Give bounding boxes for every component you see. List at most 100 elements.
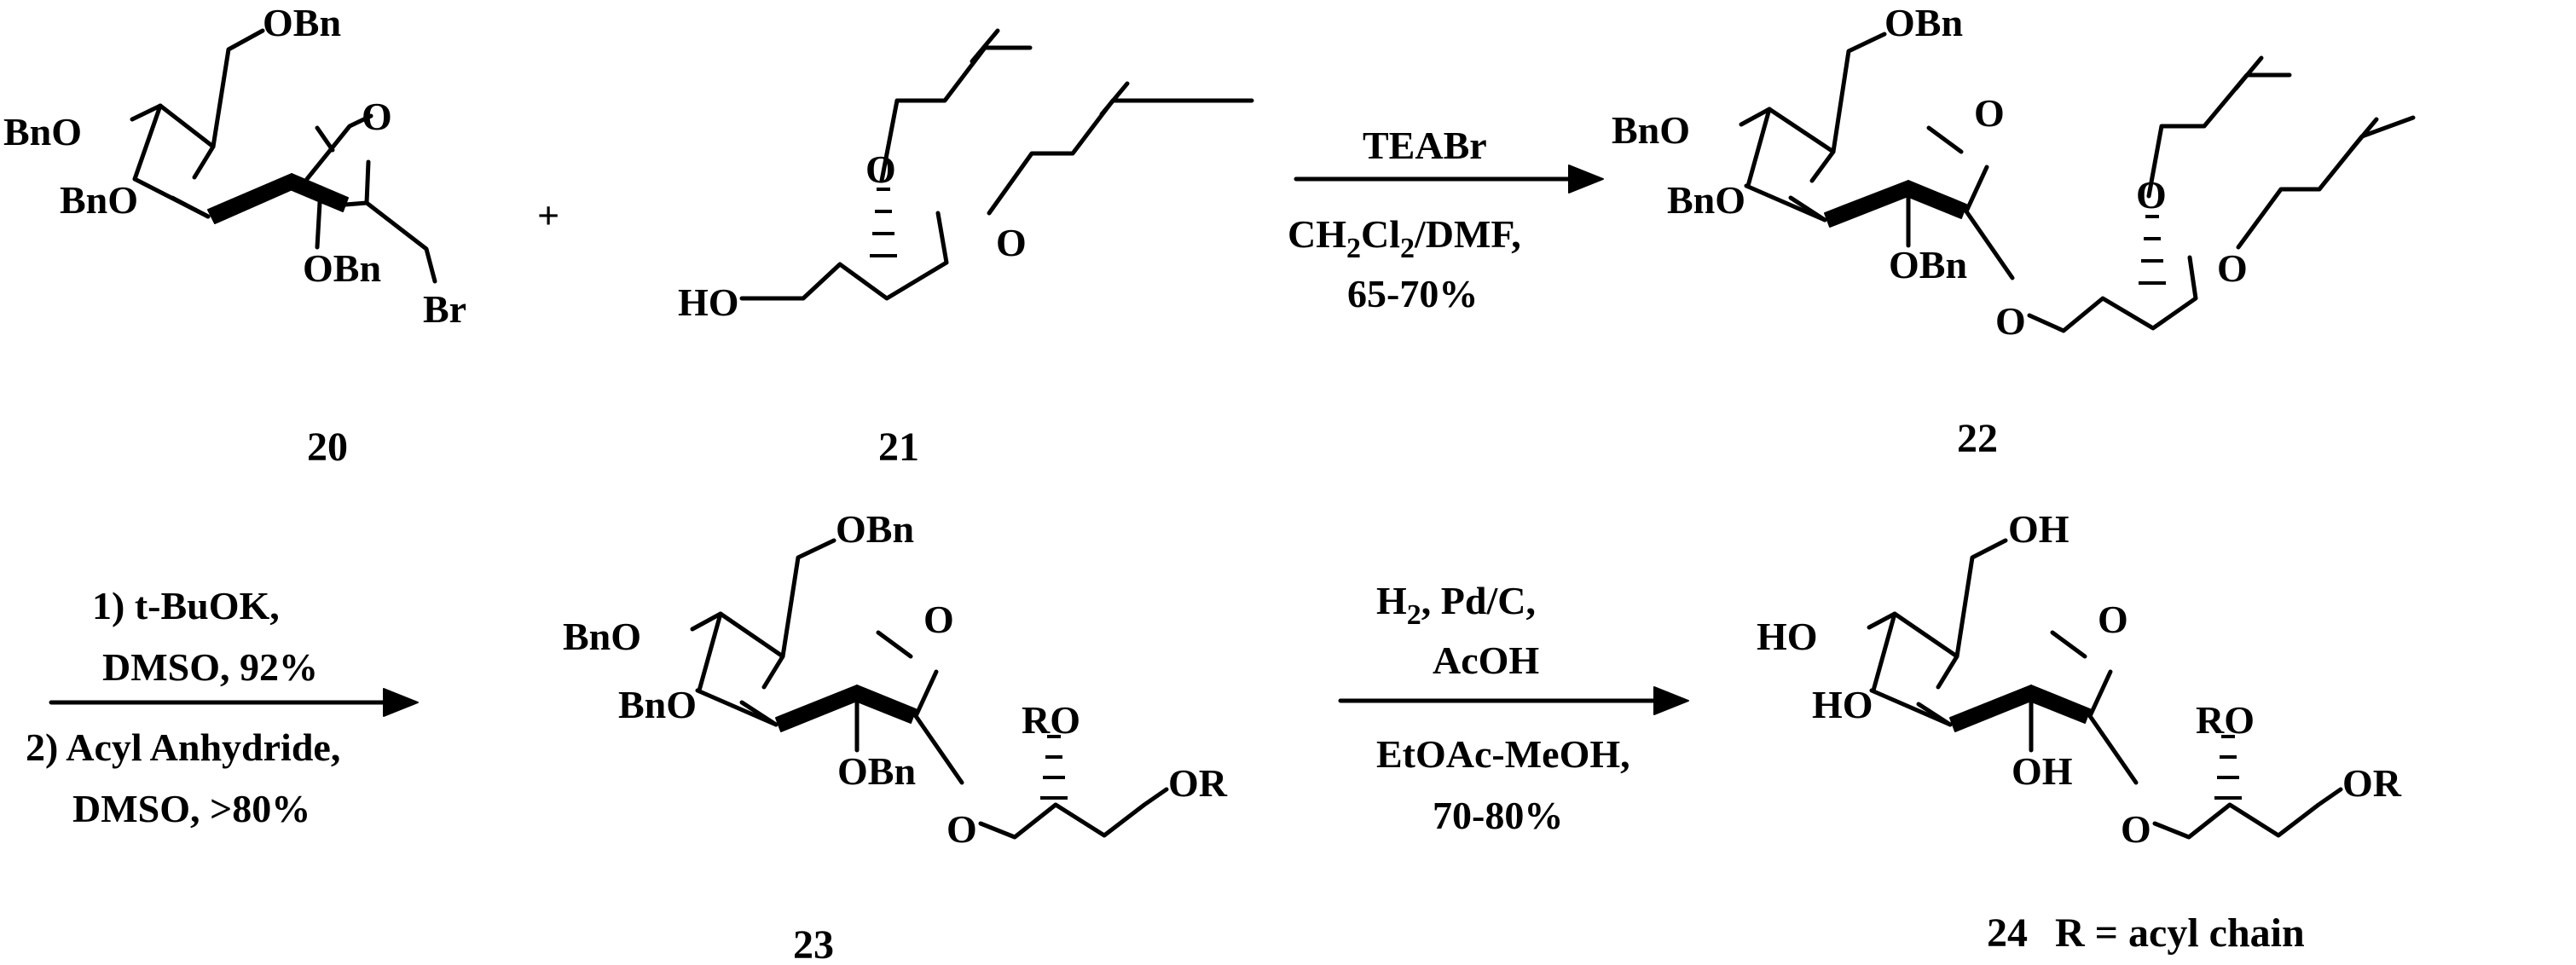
- label-ring-o: O: [2098, 598, 2128, 641]
- ring-bond: [1926, 125, 1964, 154]
- ring-bond: [1767, 107, 1836, 183]
- bold-bond: [2029, 685, 2091, 724]
- label-ho: HO: [678, 280, 739, 324]
- label-o-b: O: [996, 221, 1027, 264]
- ring-bond: [2050, 630, 2087, 659]
- plus-sign: +: [537, 194, 559, 237]
- reaction-arrow-step-3: H2, Pd/C, AcOH EtOAc-MeOH, 70-80%: [1338, 579, 1689, 837]
- ring-bond: [132, 103, 163, 182]
- bold-bond: [1906, 180, 1967, 219]
- step3-solvent: EtOAc-MeOH,: [1376, 732, 1630, 776]
- c1-br-bond: [364, 200, 437, 284]
- compound-number-24: 24: [1987, 910, 2028, 956]
- c6-bond: [780, 538, 836, 659]
- label-o3: HO: [1812, 683, 1873, 726]
- compound-24: OH HO HO O OH O RO OR 24 R = acyl chain: [1757, 507, 2402, 956]
- ring-bond: [1744, 183, 1827, 222]
- c4-o-bond: [690, 611, 723, 632]
- compound-20: OBn BnO BnO O OBn Br 20: [3, 1, 466, 470]
- hashed-bond: [2214, 735, 2242, 800]
- label-o2: OBn: [1889, 243, 1967, 286]
- bold-bond: [854, 685, 917, 724]
- label-o1: O: [1995, 299, 2026, 343]
- label-o2: OH: [2012, 749, 2073, 793]
- bold-bond: [207, 173, 301, 224]
- glycerol-backbone: [2027, 255, 2198, 333]
- c3-o-bond: [1916, 702, 1953, 727]
- label-o-b: O: [2217, 246, 2248, 290]
- label-o2: OBn: [303, 246, 381, 290]
- label-o3: BnO: [618, 683, 697, 726]
- ring-bond: [876, 630, 913, 659]
- ring-bond: [304, 113, 373, 182]
- label-or: OR: [2342, 761, 2402, 805]
- double-bond: [1099, 81, 1130, 117]
- step2-conditions-1: DMSO, 92%: [102, 645, 318, 689]
- butenyl-chain-b: [2236, 115, 2416, 250]
- hashed-bond: [870, 188, 897, 257]
- glycerol-backbone: [978, 787, 1169, 840]
- glycerol-backbone: [2152, 787, 2343, 840]
- ring-bond: [913, 669, 939, 719]
- c1-o-bond: [913, 714, 964, 785]
- compound-21: HO O O 21: [678, 28, 1254, 470]
- ring-bond: [1892, 611, 1959, 690]
- backbone-bond: [739, 211, 949, 301]
- label-ring-o: O: [1974, 91, 2005, 135]
- compound-24-r-note: R = acyl chain: [2055, 910, 2305, 956]
- c3-o-bond: [739, 700, 779, 727]
- c1-o-bond: [1964, 209, 2015, 280]
- label-o-a: O: [865, 147, 896, 191]
- label-br: Br: [423, 287, 466, 331]
- step3-reagent-2: AcOH: [1433, 639, 1539, 682]
- butenyl-chain-a: [879, 45, 1033, 183]
- step3-reagent-1: H2, Pd/C,: [1376, 579, 1536, 631]
- label-ro: RO: [1022, 698, 1080, 742]
- label-ro: RO: [2196, 698, 2255, 742]
- c3-o-bond: [170, 195, 211, 219]
- butenyl-chain-a: [2146, 72, 2292, 199]
- label-o4: BnO: [3, 110, 82, 153]
- label-o4: HO: [1757, 615, 1818, 658]
- label-o6: OBn: [836, 507, 914, 551]
- label-o6: OBn: [263, 1, 341, 44]
- compound-number-20: 20: [307, 425, 348, 470]
- step1-reagent: TEABr: [1363, 124, 1487, 167]
- ring-bond: [697, 611, 723, 693]
- double-bond: [2233, 55, 2264, 91]
- c3-o-bond: [1788, 195, 1827, 222]
- c6-bond: [1954, 538, 2008, 659]
- bold-bond: [1949, 685, 2041, 732]
- label-o3: BnO: [60, 178, 138, 222]
- compound-number-23: 23: [793, 922, 834, 965]
- hashed-bond: [2139, 215, 2166, 285]
- ring-bond: [718, 611, 785, 690]
- c6-bond: [211, 28, 265, 149]
- label-ring-o: O: [362, 95, 392, 138]
- label-o4: BnO: [1612, 108, 1690, 152]
- label-o1: O: [946, 807, 977, 851]
- ring-bond: [2087, 669, 2113, 719]
- step1-solvent: CH2Cl2/DMF,: [1288, 212, 1521, 264]
- ring-bond: [315, 125, 335, 153]
- bold-bond: [775, 685, 866, 732]
- label-o6: OBn: [1884, 1, 1963, 44]
- c4-o-bond: [1867, 611, 1897, 630]
- ring-bond: [1964, 165, 1989, 214]
- c4-o-bond: [1739, 107, 1772, 127]
- double-bond: [970, 28, 1000, 64]
- compound-23: OBn BnO BnO O OBn O RO OR 23: [563, 507, 1228, 965]
- label-or: OR: [1168, 761, 1228, 805]
- compound-number-21: 21: [878, 425, 919, 470]
- double-bond: [2348, 117, 2379, 153]
- c2-o-bond: [315, 185, 323, 250]
- butenyl-chain-b: [987, 98, 1254, 216]
- label-o3: BnO: [1667, 178, 1745, 222]
- reaction-arrow-step-2: 1) t-BuOK, DMSO, 92% 2) Acyl Anhydride, …: [26, 584, 419, 830]
- step2-reagent-2: 2) Acyl Anhydride,: [26, 725, 340, 769]
- c6-bond: [1831, 32, 1887, 154]
- ring-bond: [1745, 107, 1772, 188]
- step2-reagent-1: 1) t-BuOK,: [92, 584, 280, 627]
- label-o6: OH: [2008, 507, 2069, 551]
